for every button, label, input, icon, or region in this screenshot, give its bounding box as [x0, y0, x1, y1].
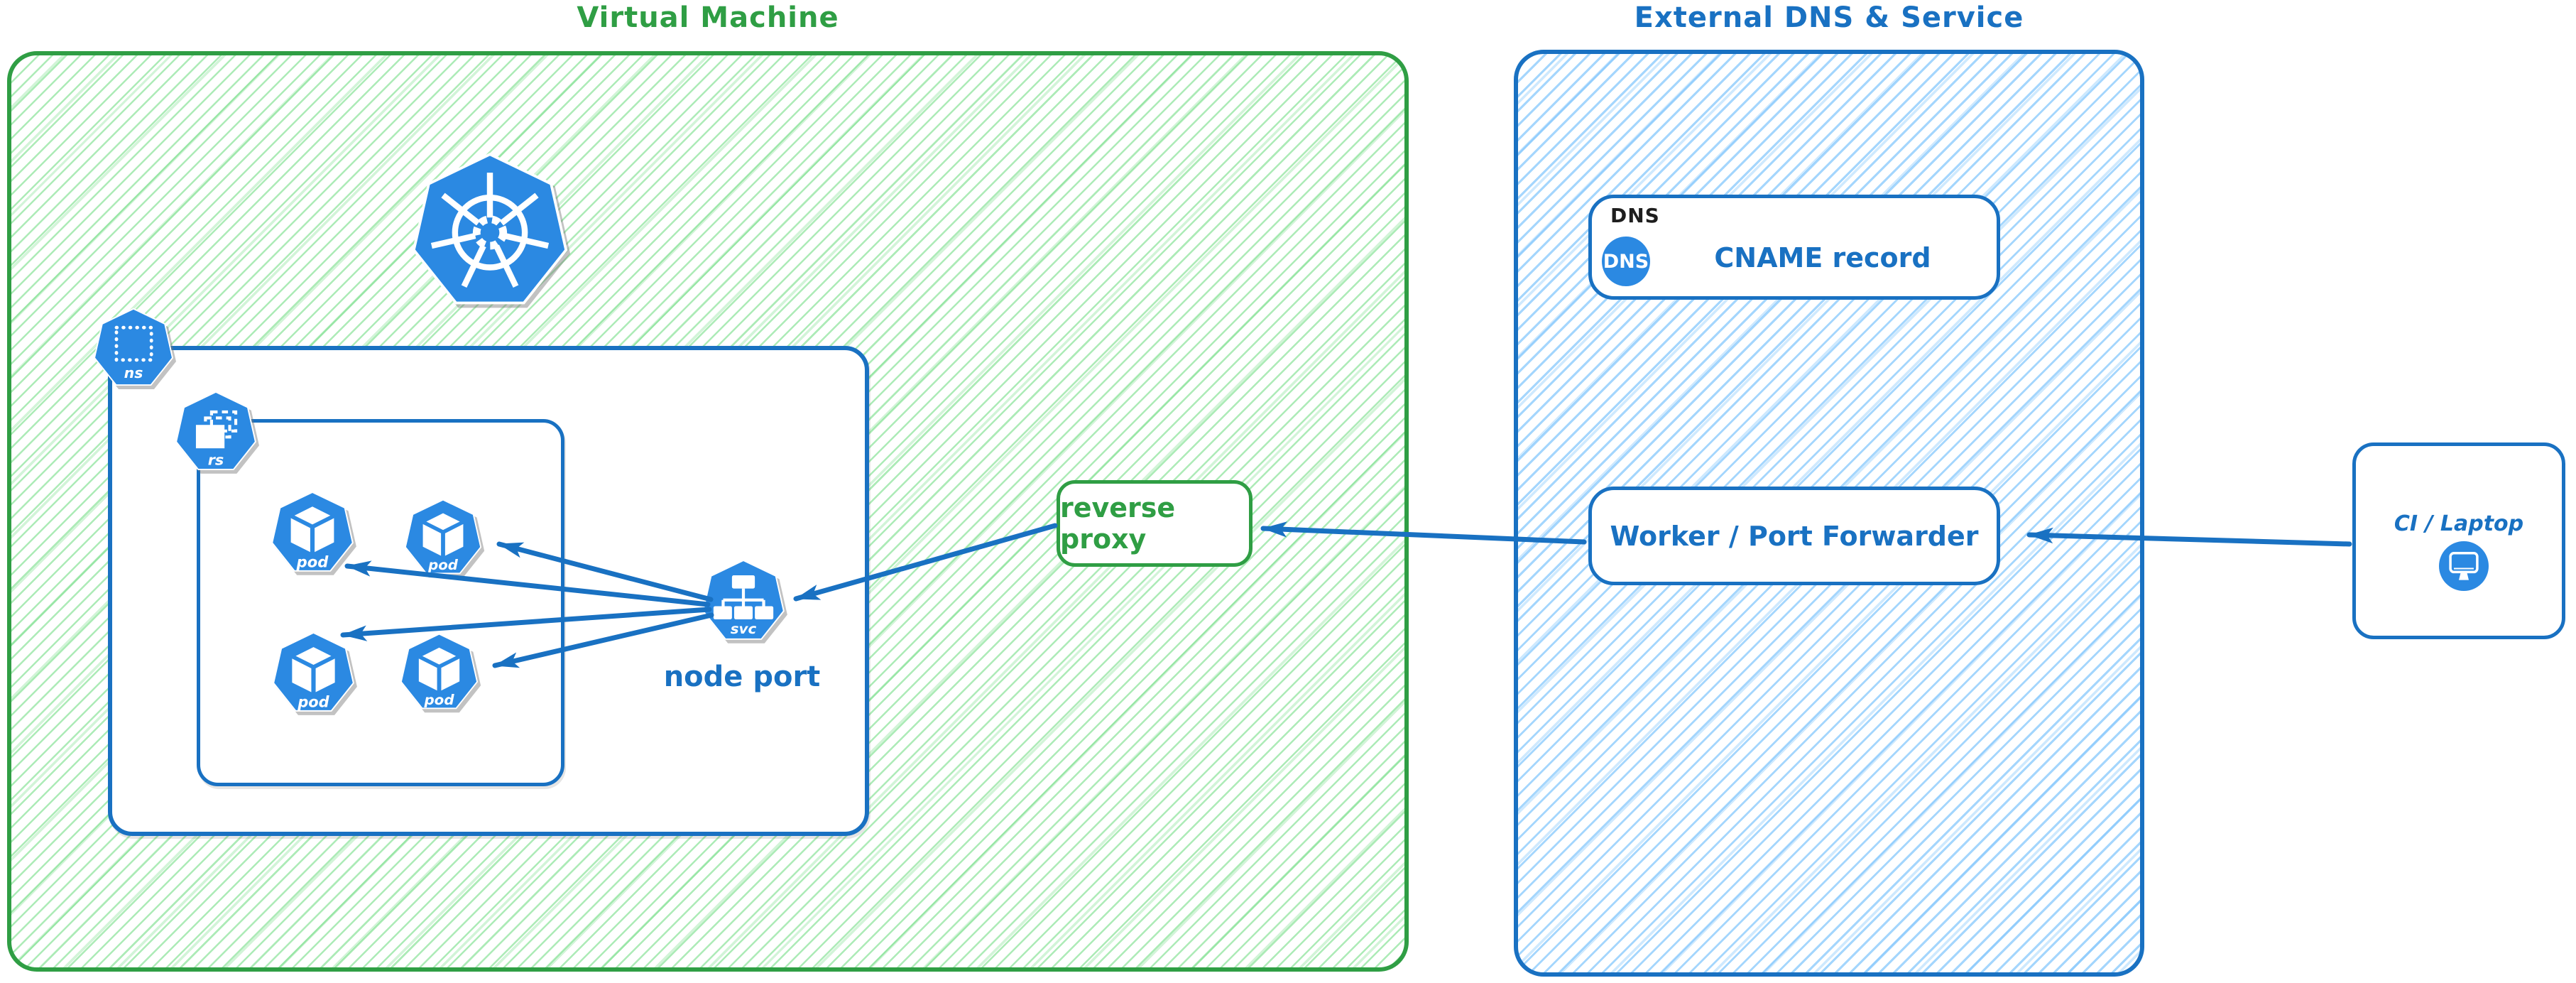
heptagon — [271, 491, 354, 572]
dns-tag: DNS — [1610, 204, 1660, 227]
pod-icon: pod — [402, 496, 484, 579]
pod-icon-label: pod — [423, 692, 454, 708]
ci-laptop-box: CI / Laptop — [2352, 442, 2565, 639]
heptagon — [412, 153, 568, 305]
pod-icon: pod — [268, 489, 356, 577]
pod-icon: pod — [270, 629, 357, 717]
heptagon — [94, 308, 173, 386]
replicaset-icon: rs — [173, 389, 259, 475]
replicaset-icon-label: rs — [208, 451, 224, 468]
worker-port-forwarder-box: Worker / Port Forwarder — [1588, 487, 2000, 585]
dns-cname-card: DNS DNS CNAME record — [1588, 195, 2000, 300]
service-tree — [713, 575, 774, 620]
stacked-replicas — [195, 410, 238, 449]
virtual-machine-title: Virtual Machine — [577, 1, 839, 34]
cube — [290, 504, 335, 553]
heptagon — [273, 631, 354, 712]
heptagon — [400, 633, 479, 710]
reverse-proxy-label: reverse proxy — [1060, 492, 1176, 555]
cname-record-label: CNAME record — [1714, 242, 1931, 273]
dns-badge-icon: DNS — [1602, 237, 1650, 286]
kubernetes-icon — [407, 148, 573, 314]
pod-icon: pod — [398, 631, 481, 714]
pod-icon-label: pod — [296, 553, 329, 570]
cube — [417, 645, 461, 691]
wheel-spokes — [430, 173, 550, 288]
wheel-hub — [472, 215, 508, 250]
namespace-icon: ns — [91, 305, 176, 391]
external-dns-service-title: External DNS & Service — [1634, 1, 2024, 34]
service-icon-label: svc — [731, 621, 757, 637]
ci-laptop-label: CI / Laptop — [2394, 511, 2524, 536]
service-icon: svc — [699, 557, 787, 645]
cube — [290, 644, 337, 693]
namespace-icon-label: ns — [124, 364, 143, 381]
pod-icon-label: pod — [427, 557, 459, 573]
reverse-proxy-box: reverse proxy — [1057, 480, 1252, 567]
monitor-icon — [2439, 541, 2489, 591]
cube — [422, 511, 464, 556]
node-port-caption: node port — [663, 661, 821, 693]
pod-icon-label: pod — [297, 693, 329, 710]
worker-port-forwarder-label: Worker / Port Forwarder — [1610, 520, 1979, 552]
